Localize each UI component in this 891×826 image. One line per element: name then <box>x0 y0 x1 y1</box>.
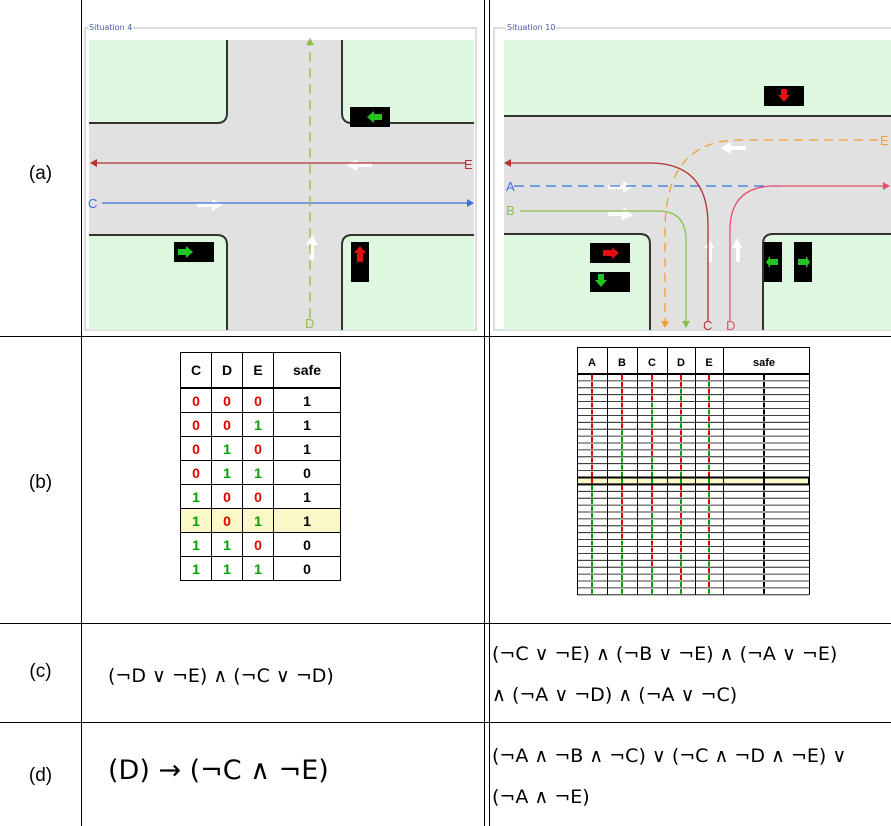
table-cell: 1 <box>211 436 243 461</box>
table-header: E <box>705 357 712 369</box>
route-label-e-right: E <box>880 133 889 148</box>
route-label-a-right: A <box>506 179 515 194</box>
table-header: C <box>180 352 212 389</box>
grid-line-h3 <box>0 722 891 723</box>
formula-d-right-line1: (¬A ∧ ¬B ∧ ¬C) ∨ (¬C ∧ ¬D ∧ ¬E) ∨ <box>492 745 847 767</box>
table-cell: 1 <box>180 484 212 509</box>
table-cell-safe: 0 <box>273 556 341 581</box>
formula-c-right-line1: (¬C ∨ ¬E) ∧ (¬B ∨ ¬E) ∧ (¬A ∨ ¬E) <box>492 643 838 665</box>
table-cell: 0 <box>211 508 243 533</box>
grid-line-h2 <box>0 623 891 624</box>
route-label-b-right: B <box>506 203 515 218</box>
table-cell: 0 <box>180 436 212 461</box>
table-cell: 0 <box>180 387 212 413</box>
situation-4-title: Situation 4 <box>88 23 134 33</box>
row-label-c: (c) <box>29 661 52 682</box>
table-cell: 1 <box>211 460 243 485</box>
route-labels-right: E A B C D <box>506 133 889 333</box>
table-cell: 1 <box>242 556 274 581</box>
table-cell: 1 <box>180 556 212 581</box>
table-cell: 1 <box>211 532 243 557</box>
table-cell: 0 <box>242 532 274 557</box>
grid-line-h1 <box>0 336 891 337</box>
table-cell: 0 <box>242 436 274 461</box>
table-cell: 0 <box>211 387 243 413</box>
table-cell-safe: 0 <box>273 460 341 485</box>
formula-d-right-line2: (¬A ∧ ¬E) <box>492 786 590 808</box>
table-cell-safe: 1 <box>273 387 341 413</box>
table-cell: 1 <box>242 508 274 533</box>
table-header: B <box>618 357 626 369</box>
table-header: D <box>677 357 685 369</box>
table-cell-safe: 1 <box>273 412 341 437</box>
table-cell-safe: 1 <box>273 436 341 461</box>
situation-10-panel: Situation 10 E A B C D <box>490 0 891 336</box>
route-label-c-left: C <box>88 196 97 211</box>
table-header: E <box>242 352 274 389</box>
row-label-b: (b) <box>28 472 53 493</box>
intersection-diagram-left <box>84 27 477 331</box>
route-label-c-right: C <box>703 318 712 333</box>
table-header: A <box>588 357 596 369</box>
formula-c-left: (¬D ∨ ¬E) ∧ (¬C ∨ ¬D) <box>108 665 334 687</box>
grid-line-v3 <box>489 0 490 826</box>
situation-10-title: Situation 10 <box>506 23 557 33</box>
table-cell: 0 <box>242 387 274 413</box>
truth-table-right: A B C D E safe <box>577 347 810 596</box>
table-cell-safe: 0 <box>273 532 341 557</box>
row-label-d: (d) <box>28 765 53 786</box>
table-cell: 0 <box>242 484 274 509</box>
formula-d-left: (D) → (¬C ∧ ¬E) <box>108 755 329 786</box>
table-cell: 1 <box>242 412 274 437</box>
table-header: safe <box>753 357 775 369</box>
table-header: safe <box>273 352 341 389</box>
table-cell: 0 <box>180 412 212 437</box>
table-cell: 0 <box>211 484 243 509</box>
table-cell-safe: 1 <box>273 508 341 533</box>
route-label-e-left: E <box>464 157 473 172</box>
table-header: D <box>211 352 243 389</box>
table-cell: 1 <box>211 556 243 581</box>
formula-c-right-line2: ∧ (¬A ∨ ¬D) ∧ (¬A ∨ ¬C) <box>492 684 738 706</box>
row-label-a: (a) <box>28 163 53 184</box>
table-cell: 1 <box>242 460 274 485</box>
table-cell-safe: 1 <box>273 484 341 509</box>
intersection-diagram-right <box>493 27 891 331</box>
route-label-d-right: D <box>726 318 735 333</box>
table-header: C <box>648 357 656 369</box>
table-cell: 1 <box>180 532 212 557</box>
table-cell: 0 <box>211 412 243 437</box>
route-label-d-left: D <box>305 316 314 331</box>
route-labels-left: E C D <box>88 157 473 331</box>
grid-line-v2 <box>484 0 485 826</box>
table-cell: 0 <box>180 460 212 485</box>
situation-4-panel: Situation 4 E C D <box>82 0 484 336</box>
table-cell: 1 <box>180 508 212 533</box>
grid-line-v1 <box>81 0 82 826</box>
